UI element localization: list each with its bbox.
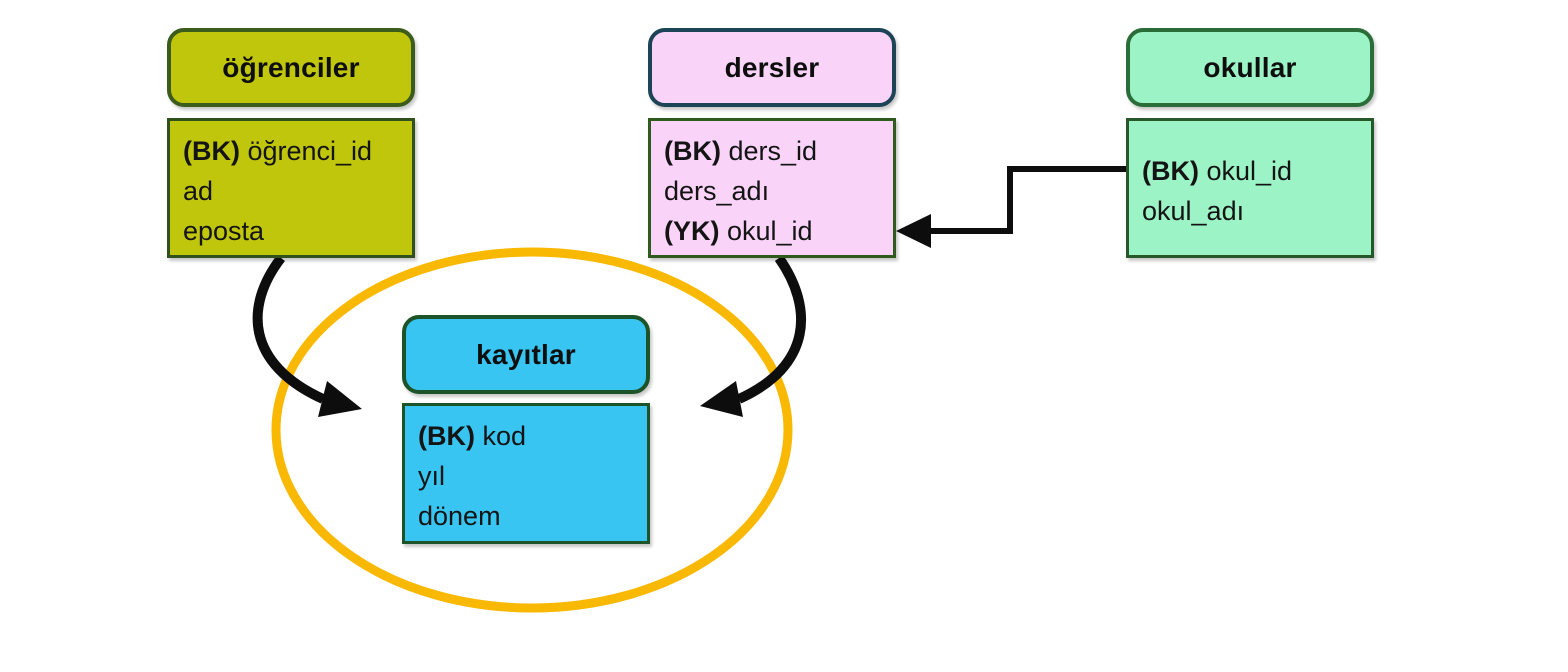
- table-ogrenciler-header: öğrenciler: [167, 28, 415, 107]
- table-title: kayıtlar: [476, 338, 576, 370]
- field-key: (BK): [183, 135, 248, 166]
- arrowhead-okullar-to-dersler-icon: [896, 214, 931, 248]
- table-okullar: okullar (BK) okul_id okul_adı: [1126, 28, 1374, 258]
- table-title: dersler: [724, 51, 820, 83]
- field-name: kod: [482, 421, 527, 451]
- arrow-dersler-to-kayitlar: [736, 255, 807, 404]
- field-name: okul_id: [1206, 155, 1293, 186]
- field-name: ders_adı: [664, 175, 770, 206]
- field-row: (YK) okul_id: [664, 211, 889, 251]
- table-ogrenciler-body: (BK) öğrenci_id ad eposta: [167, 118, 415, 258]
- field-name: ad: [183, 175, 214, 206]
- table-dersler-header: dersler: [648, 28, 896, 107]
- field-name: dönem: [418, 501, 501, 531]
- table-okullar-body: (BK) okul_id okul_adı: [1126, 118, 1374, 258]
- field-row: yıl: [418, 456, 643, 496]
- field-key: (BK): [1142, 155, 1207, 186]
- field-row: dönem: [418, 496, 643, 536]
- table-dersler: dersler (BK) ders_id ders_adı (YK) okul_…: [648, 28, 896, 258]
- field-row: ad: [183, 171, 408, 211]
- table-dersler-body: (BK) ders_id ders_adı (YK) okul_id: [648, 118, 896, 258]
- arrowhead-ogrenciler-to-kayitlar-icon: [318, 381, 362, 417]
- field-name: okul_id: [727, 215, 813, 246]
- field-name: eposta: [183, 215, 265, 246]
- field-row: eposta: [183, 211, 408, 251]
- field-row: ders_adı: [664, 171, 889, 211]
- field-name: öğrenci_id: [247, 135, 373, 166]
- field-row: (BK) öğrenci_id: [183, 131, 408, 171]
- field-row: (BK) kod: [418, 416, 643, 456]
- table-okullar-header: okullar: [1126, 28, 1374, 107]
- field-name: okul_adı: [1142, 195, 1245, 226]
- arrow-okullar-to-dersler: [929, 166, 1127, 234]
- field-key: (BK): [664, 135, 729, 166]
- field-row: (BK) ders_id: [664, 131, 889, 171]
- field-name: ders_id: [728, 135, 818, 166]
- kayitlar-highlight-ellipse: [271, 247, 793, 613]
- field-key: (YK): [664, 215, 727, 246]
- table-kayitlar-body: (BK) kod yıl dönem: [402, 403, 650, 544]
- arrow-ogrenciler-to-kayitlar: [252, 254, 326, 404]
- table-ogrenciler: öğrenciler (BK) öğrenci_id ad eposta: [167, 28, 415, 258]
- field-row: okul_adı: [1142, 191, 1367, 231]
- field-key: (BK): [418, 421, 483, 451]
- field-name: yıl: [418, 461, 445, 491]
- table-title: okullar: [1203, 51, 1297, 83]
- table-kayitlar-header: kayıtlar: [402, 315, 650, 394]
- table-title: öğrenciler: [222, 51, 360, 83]
- table-kayitlar: kayıtlar (BK) kod yıl dönem: [402, 315, 650, 544]
- arrowhead-dersler-to-kayitlar-icon: [700, 381, 743, 417]
- field-row: (BK) okul_id: [1142, 151, 1367, 191]
